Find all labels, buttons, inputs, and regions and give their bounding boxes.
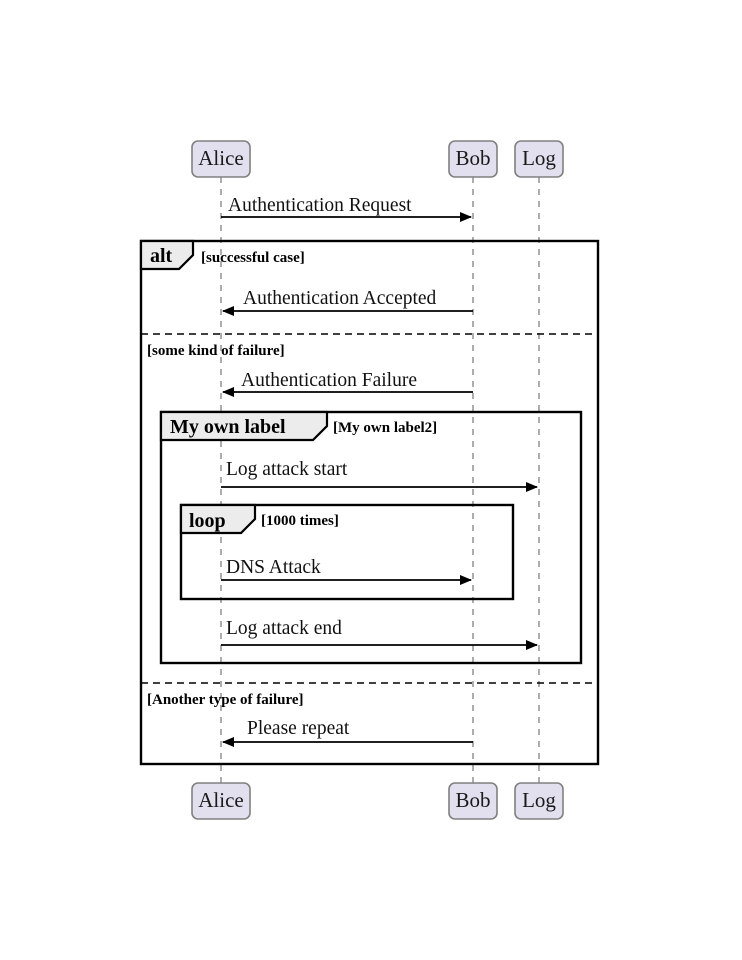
participant-box bbox=[448, 140, 498, 178]
fragment-loop-frame bbox=[179, 503, 515, 601]
lifelines-group bbox=[220, 177, 540, 783]
participant-alice-top[interactable]: Alice bbox=[191, 140, 251, 178]
participant-label: Log bbox=[522, 788, 556, 812]
message-label: Log attack end bbox=[226, 618, 342, 639]
participants-bottom-group: Alice Bob Log bbox=[191, 782, 564, 820]
participant-log-top[interactable]: Log bbox=[514, 140, 564, 178]
fragment-my-own-label-frame bbox=[159, 410, 583, 665]
fragment-alt-frame bbox=[139, 239, 600, 766]
fragment-loop-operator-label: loop bbox=[189, 510, 226, 532]
message-label: Authentication Accepted bbox=[243, 288, 437, 309]
participant-alice-bottom[interactable]: Alice bbox=[191, 782, 251, 820]
participant-box bbox=[514, 782, 564, 820]
participant-bob-bottom[interactable]: Bob bbox=[448, 782, 498, 820]
message-label: Please repeat bbox=[247, 718, 350, 739]
message-label: Authentication Request bbox=[228, 195, 412, 216]
fragment-my-own-label[interactable]: My own label [My own label2] bbox=[159, 410, 583, 665]
participant-label: Alice bbox=[198, 146, 243, 170]
message-label: Authentication Failure bbox=[241, 370, 417, 391]
message-authentication-request[interactable]: Authentication Request bbox=[221, 195, 472, 222]
message-dns-attack[interactable]: DNS Attack bbox=[221, 557, 472, 585]
fragment-alt-tab bbox=[139, 239, 195, 271]
fragment-alt-guard-2: [some kind of failure] bbox=[147, 343, 285, 359]
messages-group: Authentication Request Authentication Ac… bbox=[221, 195, 538, 747]
participant-label: Alice bbox=[198, 788, 243, 812]
participant-bob-top[interactable]: Bob bbox=[448, 140, 498, 178]
fragment-loop[interactable]: loop [1000 times] bbox=[179, 503, 515, 601]
participant-label: Bob bbox=[455, 788, 490, 812]
fragment-loop-tab bbox=[179, 503, 257, 535]
fragment-alt-guard-3: [Another type of failure] bbox=[147, 692, 304, 708]
fragment-alt-guard-1: [successful case] bbox=[201, 250, 305, 266]
participant-box bbox=[191, 140, 251, 178]
participants-top-group: Alice Bob Log bbox=[191, 140, 564, 178]
participant-box bbox=[514, 140, 564, 178]
participant-label: Bob bbox=[455, 146, 490, 170]
participant-box bbox=[448, 782, 498, 820]
message-log-attack-end[interactable]: Log attack end bbox=[221, 618, 538, 650]
message-log-attack-start[interactable]: Log attack start bbox=[221, 459, 538, 492]
message-please-repeat[interactable]: Please repeat bbox=[222, 718, 473, 747]
message-label: Log attack start bbox=[226, 459, 348, 480]
fragment-alt[interactable]: alt [successful case] [some kind of fail… bbox=[139, 239, 600, 766]
fragment-loop-guard: [1000 times] bbox=[261, 513, 339, 529]
fragment-my-own-label-operator-label: My own label bbox=[170, 416, 286, 438]
message-authentication-accepted[interactable]: Authentication Accepted bbox=[222, 288, 473, 316]
participant-log-bottom[interactable]: Log bbox=[514, 782, 564, 820]
fragment-alt-operator-label: alt bbox=[150, 245, 173, 267]
participant-box bbox=[191, 782, 251, 820]
fragment-my-own-label-guard: [My own label2] bbox=[333, 420, 437, 436]
message-label: DNS Attack bbox=[226, 557, 321, 578]
participant-label: Log bbox=[522, 146, 556, 170]
fragment-my-own-label-tab bbox=[159, 410, 329, 442]
message-authentication-failure[interactable]: Authentication Failure bbox=[222, 370, 473, 397]
